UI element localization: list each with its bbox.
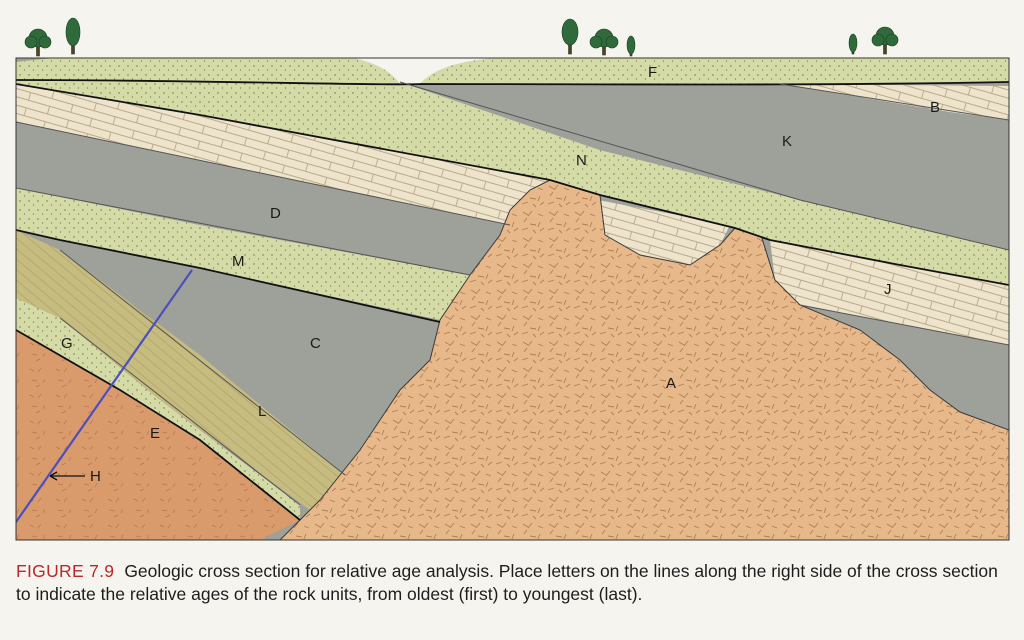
unit-lower-gray-right (800, 305, 1009, 430)
unit-l-olive (16, 230, 345, 510)
label-c: C (310, 335, 321, 352)
label-l: L (258, 403, 266, 420)
unit-a-granite (279, 179, 1009, 540)
label-d: D (270, 205, 281, 222)
tree-6 (848, 33, 858, 55)
unit-f-soil (16, 58, 1009, 85)
label-g: G (61, 335, 73, 352)
bedding-l-base (59, 317, 301, 506)
bedding-k-base (399, 81, 1009, 251)
tree-3 (561, 18, 579, 55)
trees (24, 17, 899, 57)
dike-h (16, 269, 193, 523)
figure-number: FIGURE 7.9 (16, 561, 115, 581)
label-b: B (930, 99, 940, 116)
unit-e-basement (16, 330, 300, 540)
unconformity-n-base (16, 83, 1009, 286)
unit-d-gray (16, 122, 510, 275)
unconformity-m (16, 229, 441, 323)
label-j: J (884, 281, 892, 298)
unit-limestone-upper-left (16, 84, 550, 225)
bedding-m-top (16, 187, 471, 276)
tree-2 (65, 17, 81, 55)
bedding-d-top (16, 121, 511, 226)
caption-text: Geologic cross section for relative age … (16, 561, 998, 604)
bedding-b-base (779, 83, 1009, 121)
label-a: A (666, 375, 676, 392)
unit-g-sandstone (16, 298, 300, 520)
tree-4 (589, 28, 619, 56)
h-arrow (49, 471, 85, 481)
bedding-j-base (799, 304, 1009, 346)
label-h: H (90, 468, 101, 485)
unconformity-g (16, 329, 301, 521)
unit-labels: A B C D E F G H J K L M N (61, 64, 940, 485)
label-k: K (782, 133, 792, 150)
unit-j-limestone (770, 240, 1009, 345)
unit-k-gray (380, 82, 1009, 250)
label-m: M (232, 253, 245, 270)
label-f: F (648, 64, 657, 81)
tree-1 (24, 28, 52, 57)
unit-j-inlier (598, 200, 730, 265)
label-e: E (150, 425, 160, 442)
contact-lines (16, 79, 1009, 521)
sky-notch (330, 58, 560, 84)
tree-5 (626, 35, 636, 57)
bedding-l-top (59, 249, 346, 476)
unit-n-sandstone (16, 70, 1009, 285)
unit-c-gray (60, 240, 440, 475)
cross-section-layers (16, 58, 1009, 540)
unit-m-sandstone (16, 188, 470, 320)
tree-7 (871, 26, 899, 55)
bedding-lines (16, 81, 1009, 506)
label-n: N (576, 152, 587, 169)
unconformity-upper (16, 79, 1009, 86)
section-frame (15, 57, 1010, 541)
